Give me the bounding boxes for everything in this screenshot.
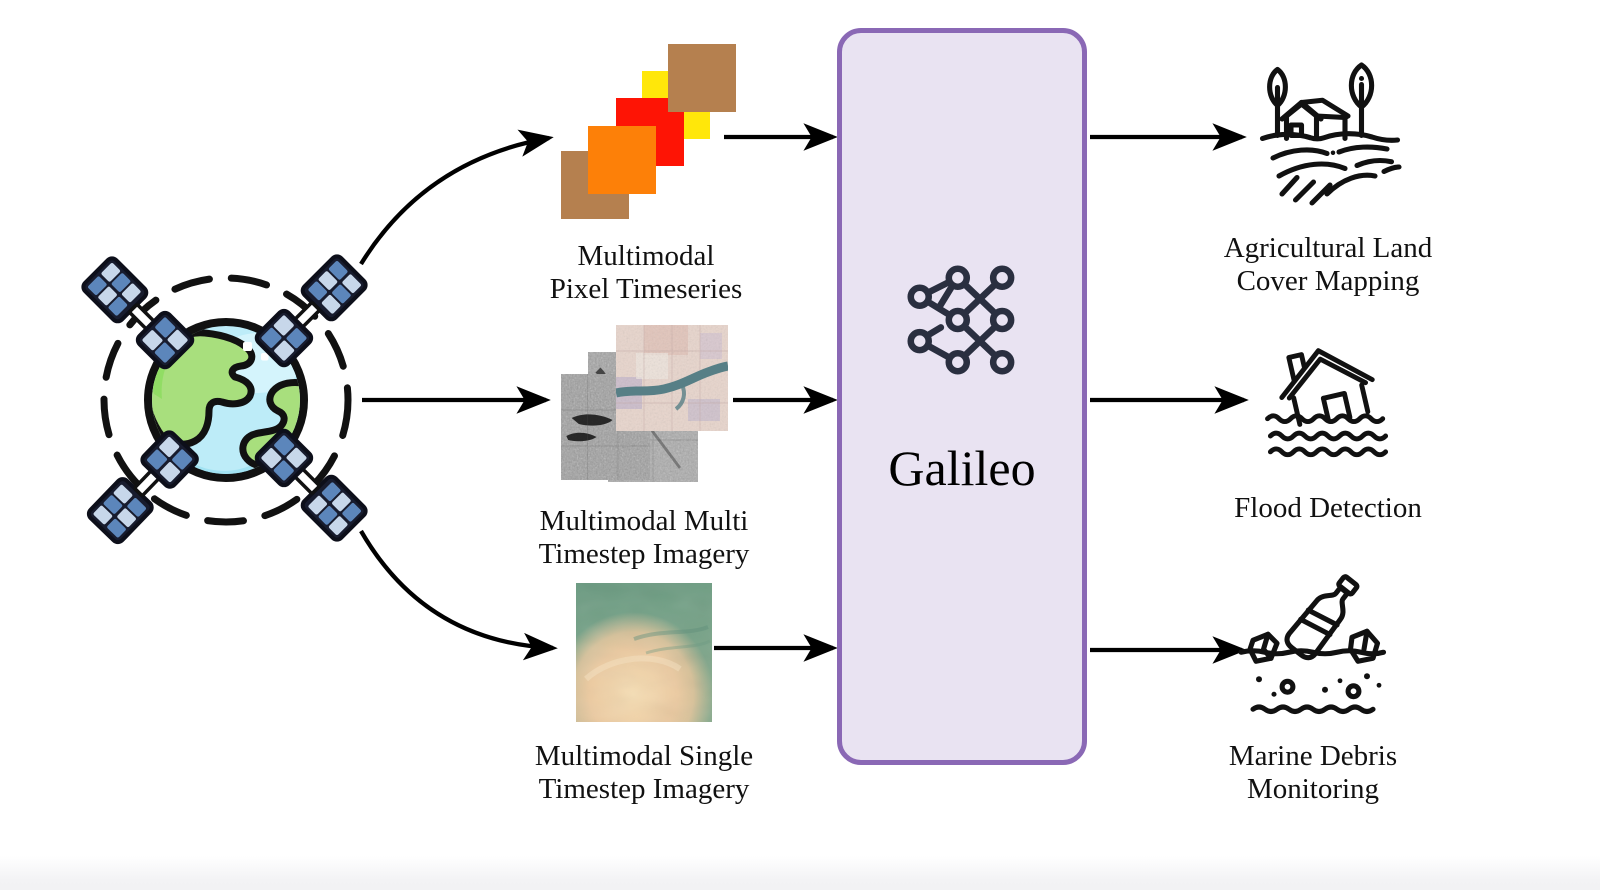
ocean-sand-image — [576, 583, 712, 722]
arrow-earth-to-single-timestep — [359, 529, 558, 661]
input-label-line1: Multimodal — [577, 240, 715, 272]
satellite-top-right — [254, 254, 369, 369]
output-label-line1: Agricultural Land — [1223, 232, 1433, 264]
model-name: Galileo — [888, 440, 1036, 496]
page-bottom-strip — [0, 856, 1600, 890]
input-label-single-timestep: Multimodal Single Timestep Imagery — [454, 740, 834, 806]
satellite-bottom-right — [254, 428, 369, 543]
aerial-image-pink — [616, 325, 728, 431]
agriculture-icon — [1259, 62, 1402, 206]
orbit-dashed-ring — [100, 274, 352, 526]
neural-network-icon — [907, 265, 1015, 375]
input-label-line2: Pixel Timeseries — [549, 273, 743, 305]
output-label-marine: Marine Debris Monitoring — [1123, 740, 1503, 806]
earth-satellites-icon — [73, 243, 385, 547]
timeseries-square-5 — [668, 44, 736, 112]
input-label-line2: Timestep Imagery — [538, 538, 750, 570]
river — [616, 361, 728, 398]
timeseries-square-2 — [588, 126, 656, 194]
output-label-flood: Flood Detection — [1138, 492, 1518, 525]
output-label-line1: Flood Detection — [1234, 492, 1422, 524]
input-label-multi-timestep: Multimodal Multi Timestep Imagery — [454, 505, 834, 571]
input-label-line1: Multimodal Single — [534, 740, 754, 772]
input-label-pixel-timeseries: Multimodal Pixel Timeseries — [456, 240, 836, 306]
galileo-model-box — [837, 28, 1087, 765]
input-label-line2: Timestep Imagery — [538, 773, 750, 805]
output-label-agriculture: Agricultural Land Cover Mapping — [1138, 232, 1518, 298]
flood-icon — [1265, 348, 1389, 458]
input-label-line1: Multimodal Multi — [539, 505, 749, 537]
output-label-line2: Monitoring — [1246, 773, 1380, 805]
satellite-bottom-left — [84, 427, 203, 547]
marine-debris-icon — [1238, 574, 1387, 715]
arrow-earth-to-pixel-timeseries — [359, 129, 554, 266]
satellite-top-left — [81, 256, 196, 371]
output-label-line1: Marine Debris — [1228, 740, 1398, 772]
output-label-line2: Cover Mapping — [1236, 265, 1420, 297]
